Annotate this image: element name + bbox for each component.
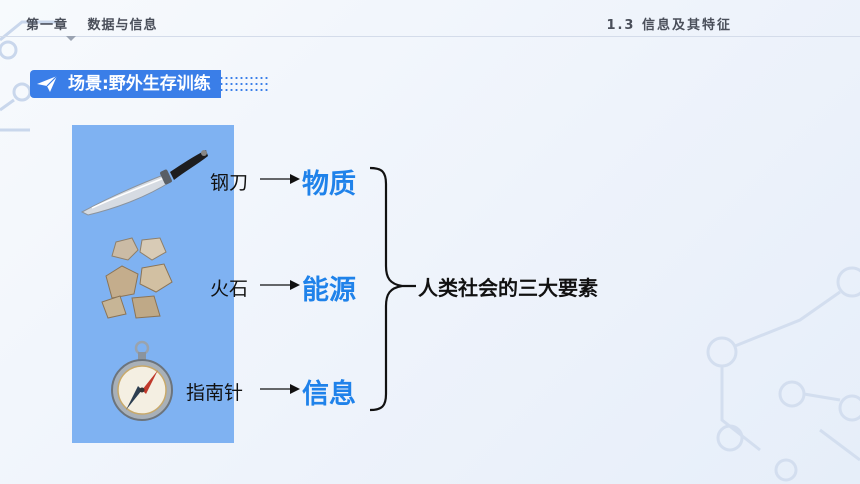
paper-plane-icon bbox=[30, 70, 64, 98]
section-heading: 1.3 信息及其特征 bbox=[606, 18, 732, 33]
header-tab-marker bbox=[66, 36, 76, 41]
knife-image bbox=[80, 150, 208, 216]
flint-image bbox=[101, 237, 173, 319]
compass-image bbox=[111, 340, 173, 421]
curly-brace-icon bbox=[369, 166, 416, 412]
object-label-knife: 钢刀 bbox=[210, 172, 249, 194]
scene-title: 场景:野外生存训练 bbox=[64, 70, 221, 98]
chapter-title: 数据与信息 bbox=[87, 18, 158, 33]
chapter-heading: 第一章 数据与信息 bbox=[26, 14, 172, 33]
header-divider bbox=[0, 36, 860, 37]
summary-text: 人类社会的三大要素 bbox=[418, 276, 598, 300]
arrow-right-icon bbox=[260, 384, 300, 394]
chapter-number: 第一章 bbox=[26, 18, 69, 33]
term-energy: 能源 bbox=[302, 275, 356, 306]
arrow-right-icon bbox=[260, 280, 300, 290]
term-information: 信息 bbox=[302, 379, 356, 410]
scene-banner: 场景:野外生存训练 bbox=[30, 70, 269, 98]
object-label-flint: 火石 bbox=[210, 278, 249, 300]
arrow-right-icon bbox=[260, 174, 300, 184]
scene-dots-decoration bbox=[218, 70, 269, 98]
term-matter: 物质 bbox=[302, 169, 356, 200]
object-label-compass: 指南针 bbox=[186, 382, 244, 404]
